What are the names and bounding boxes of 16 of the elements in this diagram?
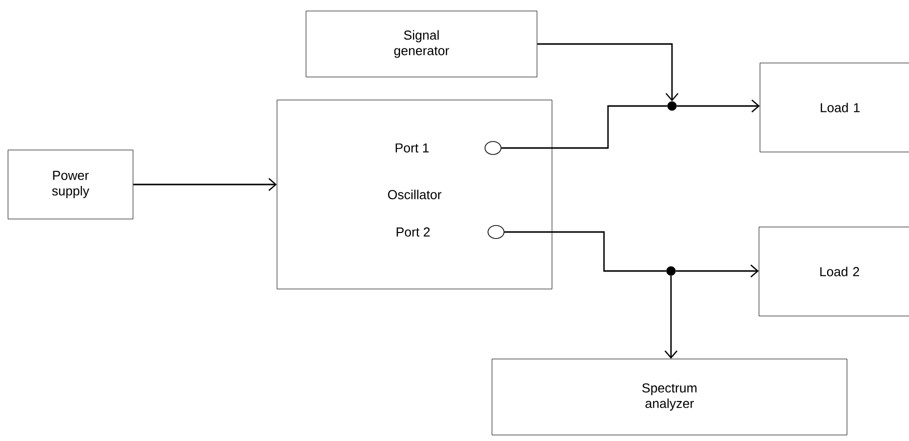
process-box: Power supply [8,150,134,220]
arrow [537,43,678,102]
process-box: Spectrum analyzer [492,358,848,436]
port-label: Port 2 [396,227,430,237]
process-box: Load 2 [758,226,909,316]
port-circle [488,225,504,239]
arrow [676,100,760,112]
process-box: Signal generator [306,10,538,78]
arrow [676,264,759,278]
junction-dot [667,101,677,111]
arrow [133,178,277,191]
junction-dot [666,266,676,276]
port-label: Port 1 [396,143,429,153]
port-circle [484,141,502,155]
process-box: Load 1 [760,62,909,152]
arrow [664,276,678,359]
